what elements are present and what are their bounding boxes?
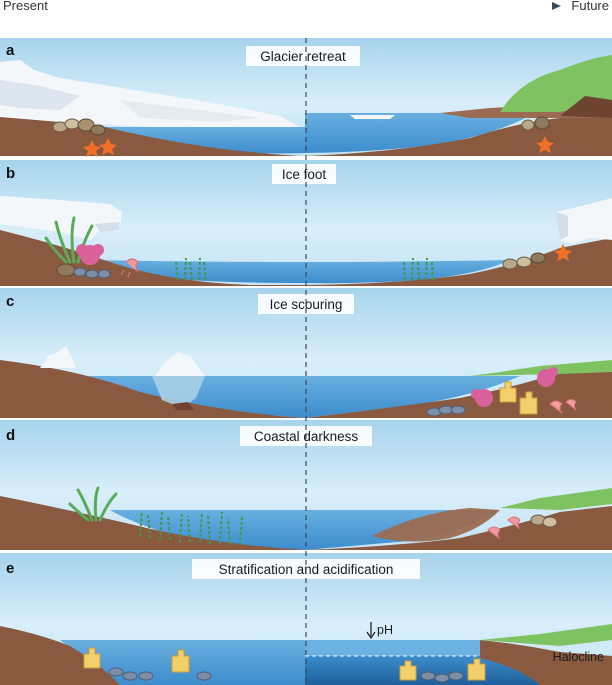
panel-e-vegetation <box>480 624 612 646</box>
halocline-label: Halocline <box>553 650 604 664</box>
panel-c-shore-ice <box>40 346 76 368</box>
panel-c-mussels <box>426 405 466 417</box>
panel-a-glacier <box>0 60 300 127</box>
panel-b-anemone <box>76 244 104 265</box>
panel-d-vegetation <box>500 488 612 510</box>
panel-b-letter: b <box>6 165 15 182</box>
panel-d-shrimps <box>487 516 521 540</box>
panel-b-mussels-future <box>502 252 546 270</box>
panel-b-ice-foot-shadow <box>95 222 120 232</box>
panel-a-rock <box>560 96 612 118</box>
panel-a-letter: a <box>6 42 15 59</box>
panel-e-seabed-left <box>0 626 120 685</box>
ph-down-arrow-icon <box>366 631 376 640</box>
panel-c-shrimps <box>549 399 577 414</box>
panel-b-water-present <box>90 260 305 283</box>
panel-c-vegetation <box>470 360 612 376</box>
panel-d-mussels <box>530 514 558 528</box>
panel-c-iceberg <box>155 352 205 376</box>
panel-c-title: Ice scouring <box>270 297 343 312</box>
panel-e-seabed-right <box>480 640 612 685</box>
panel-a-glacier-shade <box>120 100 260 122</box>
panel-a-floating-ice <box>350 115 395 119</box>
panel-d-kelp <box>68 486 118 522</box>
panel-d-seabed <box>0 496 612 550</box>
panel-d-sediment-plume <box>372 508 500 542</box>
panel-c-scoured-rock <box>172 402 194 410</box>
panel-a-title-bg <box>246 46 360 66</box>
panel-e-letter: e <box>6 560 14 577</box>
panel-b-seabed <box>0 230 612 286</box>
panel-d-letter: d <box>6 427 15 444</box>
panel-a-starfish-present <box>83 138 117 157</box>
panel-b-shrimp-icon <box>120 258 139 278</box>
ph-label: pH <box>377 623 393 637</box>
timeline-end-label: Future <box>571 0 609 13</box>
panel-c-letter: c <box>6 293 14 310</box>
panel-a-title: Glacier retreat <box>260 49 346 64</box>
panel-d: d Coastal darkness <box>0 420 612 550</box>
panel-c-anemones <box>471 367 558 407</box>
panel-c-seabed <box>0 360 612 418</box>
timeline-header: Present Future <box>3 0 609 13</box>
timeline-start-label: Present <box>3 0 48 13</box>
panel-a-mussels-future <box>521 116 550 131</box>
panel-b-ice-foot-future <box>556 198 612 244</box>
panel-b-starfish-future <box>554 244 572 261</box>
panel-a-glacier-shadow <box>0 80 80 110</box>
panel-d-seagrass <box>139 511 243 546</box>
panel-c-title-bg <box>258 294 354 314</box>
panel-a-seabed <box>0 115 612 156</box>
panel-b-seagrass-present <box>175 257 207 281</box>
panel-c-iceberg-underwater <box>152 376 205 408</box>
panel-a-mussels-present <box>52 118 106 136</box>
panel-e-ph-annotation: pH <box>366 622 393 640</box>
panel-e-mussels-future <box>420 671 464 683</box>
panel-b-seagrass-future <box>403 257 434 281</box>
panel-b-water-future <box>305 260 510 284</box>
panel-b-kelp <box>44 216 94 264</box>
timeline-arrowhead-icon <box>552 2 561 10</box>
panel-a-starfish-future <box>536 136 554 153</box>
panel-e-corals-present <box>83 647 190 673</box>
panel-b-title-bg <box>272 164 336 184</box>
panel-c-corals <box>499 381 538 415</box>
panel-e: pH Halocline e Stratification and acidif… <box>0 553 612 685</box>
panel-b-ice-foot-future-shadow <box>556 212 568 240</box>
panel-b-title: Ice foot <box>282 167 327 182</box>
panel-a-water-future <box>305 113 535 153</box>
panel-e-surface-layer <box>305 640 480 656</box>
panel-b-mussels-present <box>56 263 111 279</box>
panel-e-corals-future <box>399 658 486 681</box>
panel-e-mussels-present <box>108 667 212 681</box>
panel-e-deep-layer <box>305 656 560 685</box>
